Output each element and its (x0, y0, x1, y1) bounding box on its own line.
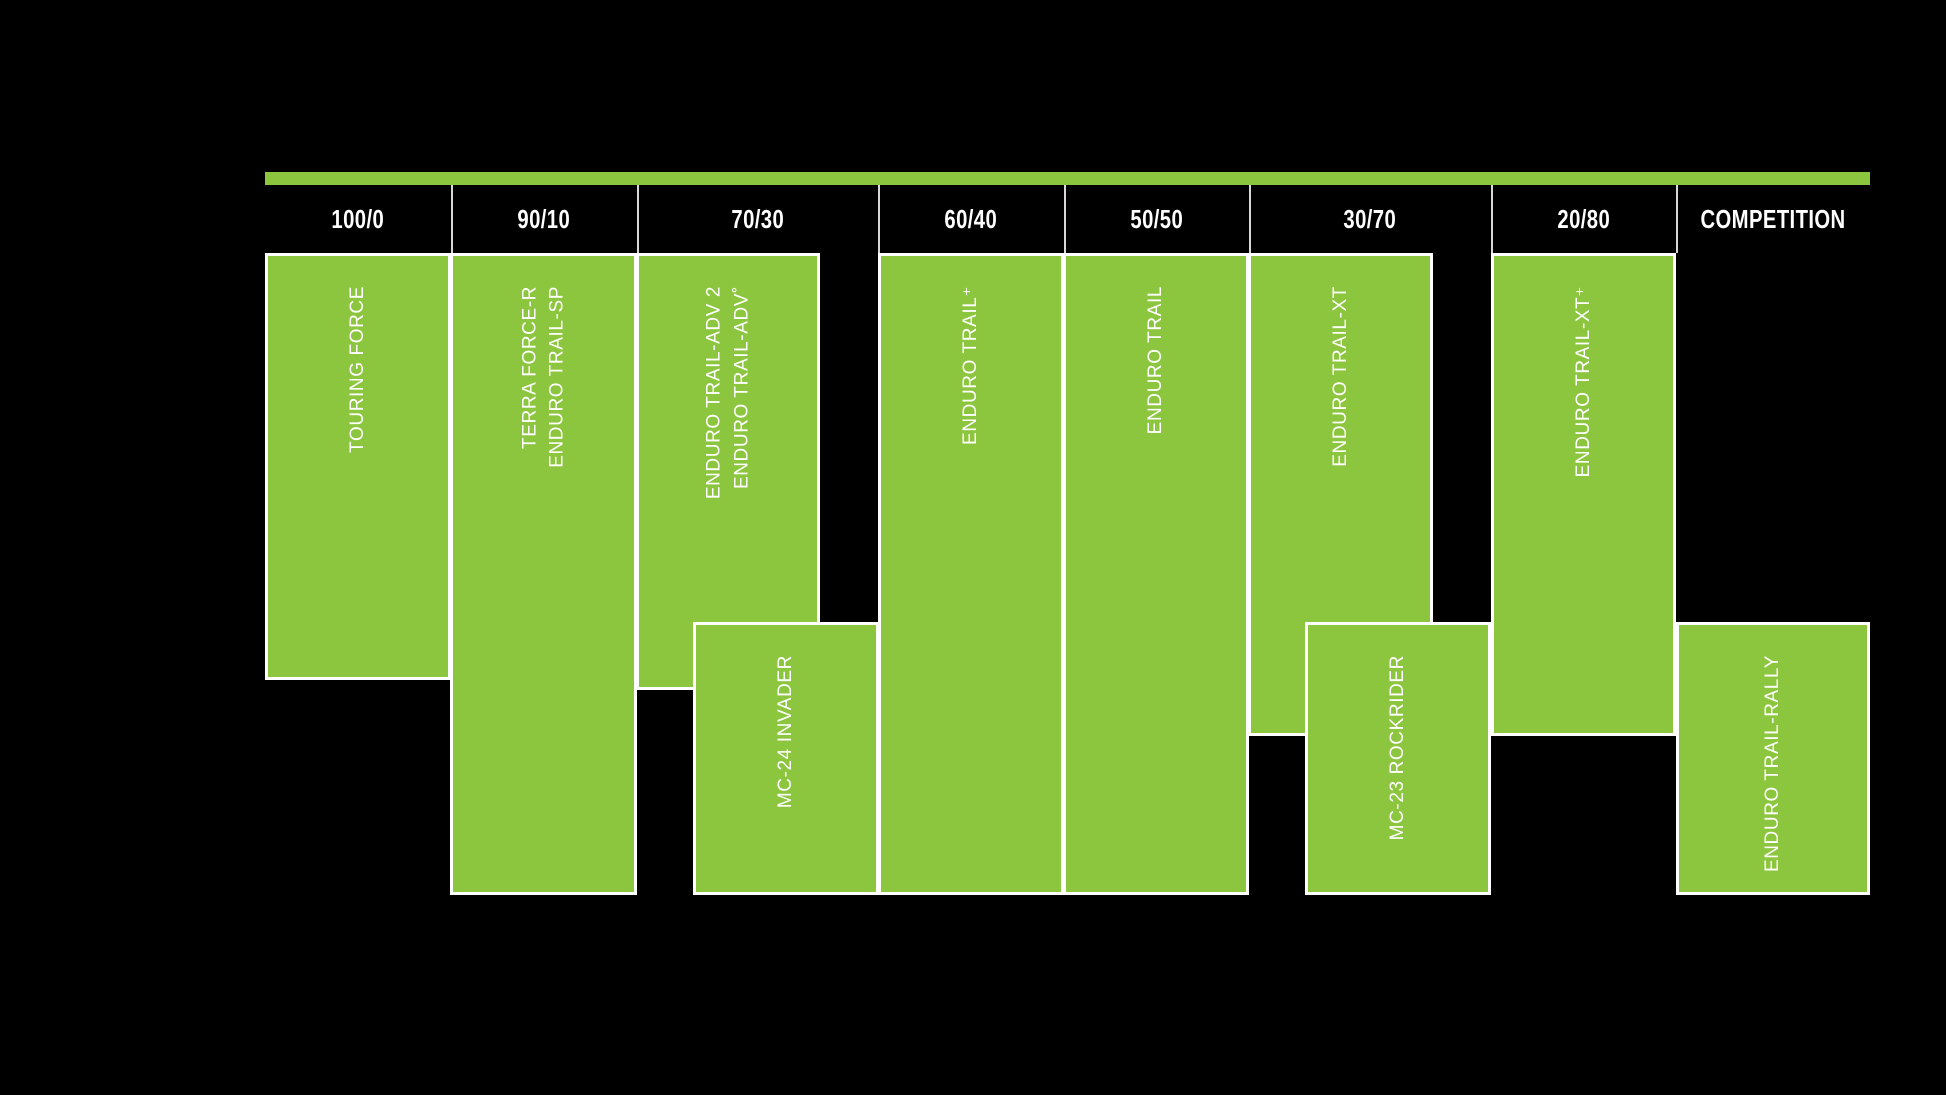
header-divider-2 (878, 185, 880, 253)
header-label: 60/40 (944, 203, 998, 234)
bar-label: ENDURO TRAIL-SP (546, 286, 568, 468)
bar-enduro-trail-rally[interactable]: ENDURO TRAIL-RALLY (1676, 622, 1870, 895)
top-accent-bar (265, 172, 1870, 185)
header-label: 30/70 (1343, 203, 1397, 234)
bar-label: ENDURO TRAIL-XT⁺ (1572, 286, 1594, 478)
header-label: 100/0 (331, 203, 385, 234)
bar-label: MC-24 INVADER (775, 655, 797, 809)
header-label: COMPETITION (1700, 203, 1846, 234)
bar-label: MC-23 ROCKRIDER (1387, 655, 1409, 841)
header-divider-5 (1491, 185, 1493, 253)
bar-label-group: ENDURO TRAIL (1142, 256, 1170, 892)
header-cell-90-10[interactable]: 90/10 (451, 185, 637, 253)
header-divider-6 (1676, 185, 1678, 253)
header-label: 50/50 (1130, 203, 1183, 234)
bar-label: ENDURO TRAIL-ADV˚ (731, 286, 752, 490)
header-label: 90/10 (517, 203, 571, 234)
bar-label: ENDURO TRAIL-ADV 2 (703, 286, 725, 500)
bar-label-group: TOURING FORCE (344, 256, 372, 677)
bar-label: ENDURO TRAIL (1145, 286, 1167, 435)
header-cell-100-0[interactable]: 100/0 (265, 185, 451, 253)
header-cell-50-50[interactable]: 50/50 (1064, 185, 1249, 253)
bar-label: ENDURO TRAIL-XT (1329, 286, 1351, 467)
bar-label-group: MC-24 INVADER (772, 625, 800, 892)
bar-label: TOURING FORCE (347, 286, 369, 453)
bar-label-group: ENDURO TRAIL-XT⁺ (1570, 256, 1598, 733)
bar-enduro-trail-xt-[interactable]: ENDURO TRAIL-XT⁺ (1491, 253, 1676, 736)
bar-enduro-trail-[interactable]: ENDURO TRAIL⁺ (878, 253, 1064, 895)
header-divider-4 (1249, 185, 1251, 253)
header-divider-1 (637, 185, 639, 253)
header-label: 20/80 (1557, 203, 1610, 234)
header-cell-30-70[interactable]: 30/70 (1249, 185, 1491, 253)
bar-label: TERRA FORCE-R (518, 286, 540, 449)
bar-terra-force-r-enduro-trail-sp[interactable]: TERRA FORCE-R ENDURO TRAIL-SP (450, 253, 637, 895)
bar-label-group: ENDURO TRAIL⁺ (957, 256, 985, 892)
header-divider-0 (451, 185, 453, 253)
header-label: 70/30 (731, 203, 784, 234)
bar-label: ENDURO TRAIL-RALLY (1762, 655, 1784, 873)
header-cell-60-40[interactable]: 60/40 (878, 185, 1064, 253)
header-cell-70-30[interactable]: 70/30 (637, 185, 878, 253)
bar-mc-23-rockrider[interactable]: MC-23 ROCKRIDER (1305, 622, 1491, 895)
category-header-band: 100/0 90/10 70/30 60/40 50/50 30/70 20/80 COMPE… (265, 185, 1870, 253)
header-cell-competition[interactable]: COMPETITION (1676, 185, 1870, 253)
bar-enduro-trail[interactable]: ENDURO TRAIL (1063, 253, 1249, 895)
header-divider-3 (1064, 185, 1066, 253)
bar-label: ENDURO TRAIL⁺ (960, 286, 982, 445)
bar-label-group: ENDURO TRAIL-RALLY (1759, 625, 1787, 892)
header-cell-20-80[interactable]: 20/80 (1491, 185, 1676, 253)
bar-mc-24-invader[interactable]: MC-24 INVADER (693, 622, 879, 895)
bar-touring-force[interactable]: TOURING FORCE (265, 253, 451, 680)
bar-label-group: TERRA FORCE-R ENDURO TRAIL-SP (516, 256, 571, 892)
bar-label-group: MC-23 ROCKRIDER (1384, 625, 1412, 892)
